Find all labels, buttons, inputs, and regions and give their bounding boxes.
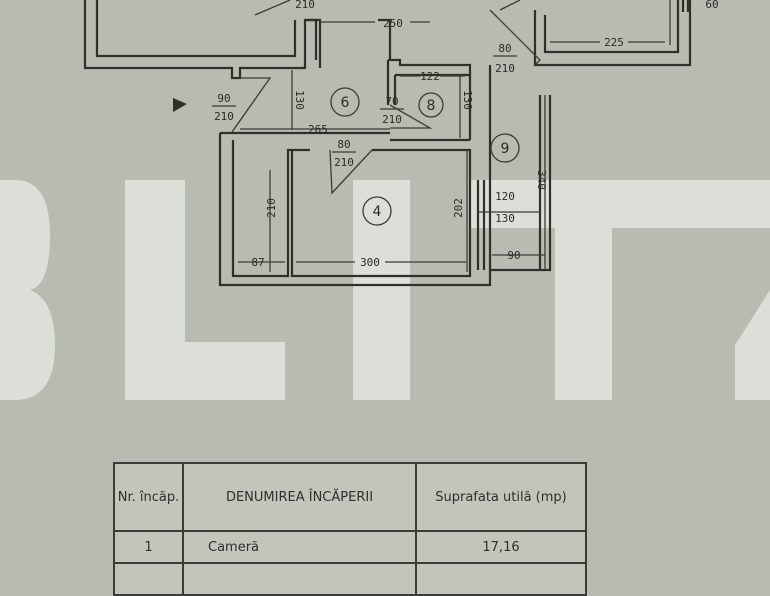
door-width-label: 90 [217,92,230,105]
window-label: 120 [495,190,515,203]
dim-label: 225 [604,36,624,49]
dim-label: 60 [705,0,718,11]
dimension-labels: 250 225 130 265 122 130 340 210 202 87 3… [251,0,718,269]
dim-label: 130 [461,90,474,110]
table-header: Nr. încăp. DENUMIREA ÎNCĂPERII Suprafata… [113,462,587,532]
door-width-label: 210 [295,0,315,11]
door-width-label: 80 [337,138,350,151]
cell-name [182,562,417,596]
table-row [113,562,587,596]
dim-label: 250 [383,17,403,30]
col-header-name: DENUMIREA ÎNCĂPERII [182,462,417,532]
cell-area: 17,16 [415,530,587,564]
room-number: 6 [341,95,350,111]
entrance-arrow-icon [173,98,187,112]
dimension-lines [238,0,671,272]
cell-nr: 1 [113,530,184,564]
door-height-label: 210 [382,113,402,126]
dim-label: 210 [265,198,278,218]
dim-label: 87 [251,256,264,269]
dim-label: 340 [535,170,548,190]
cell-name: Cameră [182,530,417,564]
door-height-label: 210 [495,62,515,75]
window-label: 130 [495,212,515,225]
col-header-area: Suprafata utilă (mp) [415,462,587,532]
walls [83,0,692,287]
dim-label: 265 [308,123,328,136]
room-number: 8 [427,98,436,114]
watermark-logo [0,180,770,400]
cell-area [415,562,587,596]
dim-label: 202 [452,198,465,218]
col-header-nr: Nr. încăp. [113,462,184,532]
floor-plan: 6 8 4 9 250 225 130 265 122 130 340 210 … [0,0,770,400]
door-height-label: 210 [214,110,234,123]
room-table: Nr. încăp. DENUMIREA ÎNCĂPERII Suprafata… [113,462,587,596]
dim-label: 130 [293,90,306,110]
door-labels: 90 210 70 210 80 210 80 210 210 120 130 [212,0,517,225]
dim-label: 90 [507,249,520,262]
door-width-label: 70 [385,95,398,108]
room-number: 9 [501,141,510,157]
cell-nr [113,562,184,596]
table-row: 1 Cameră 17,16 [113,530,587,564]
door-height-label: 210 [334,156,354,169]
door-swings [231,0,541,195]
door-width-label: 80 [498,42,511,55]
dim-label: 300 [360,256,380,269]
room-number: 4 [373,204,382,220]
dim-label: 122 [420,70,440,83]
room-markers: 6 8 4 9 [330,87,520,226]
